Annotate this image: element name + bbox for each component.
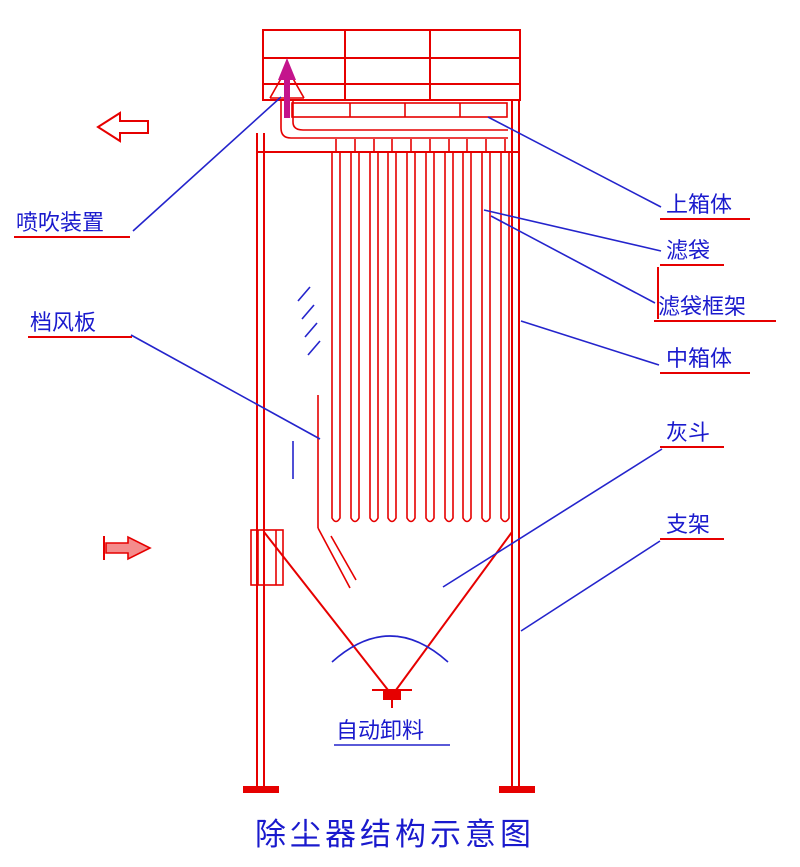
leader-ash-hopper (442, 448, 663, 588)
filter-bag (500, 152, 510, 523)
filter-bags (331, 152, 510, 523)
upper-box-drawing (262, 29, 521, 101)
left-arrow-icon (96, 111, 149, 143)
support-feet (243, 786, 535, 793)
label-baffle: 档风板 (30, 310, 96, 335)
filter-bag (350, 152, 360, 523)
left-foot (243, 786, 279, 793)
inlet-arrow-body (105, 535, 152, 561)
up-arrow-head (278, 58, 296, 80)
venturi-row (291, 102, 508, 118)
leader-baffle (130, 334, 321, 440)
label-upper-box: 上箱体 (666, 192, 732, 217)
hopper-side (263, 531, 389, 691)
blow-pipe-line (280, 100, 508, 139)
baffle-diagonal (317, 527, 351, 589)
baffle-diagonal (330, 535, 357, 581)
filter-bag (387, 152, 397, 523)
discharge-valve (383, 689, 401, 700)
label-auto-discharge: 自动卸料 (336, 718, 424, 743)
label-underlines (14, 218, 776, 540)
label-bag-cage: 滤袋框架 (658, 294, 746, 319)
venturi-outline (291, 102, 508, 118)
blow-pipe (280, 100, 508, 152)
upper-box-outline (262, 29, 521, 101)
leader-upper-box (487, 116, 662, 208)
flow-dashes (297, 286, 321, 356)
flow-dash (301, 304, 315, 320)
hopper-drawing (263, 531, 513, 708)
casing-walls (256, 100, 520, 788)
label-blowing-device: 喷吹装置 (16, 210, 104, 235)
blow-pipe-line (292, 100, 508, 131)
leader-blowing-device (132, 96, 282, 232)
label-ash-hopper: 灰斗 (666, 420, 710, 445)
filter-bag (331, 152, 341, 523)
leader-middle-box (520, 320, 660, 366)
inlet-box-outline (250, 529, 284, 586)
filter-bag (462, 152, 472, 523)
right-foot (499, 786, 535, 793)
filter-bag (481, 152, 491, 523)
filter-bag (444, 152, 454, 523)
leader-bag-cage (490, 215, 656, 304)
filter-bag (425, 152, 435, 523)
right-arrow-icon (103, 535, 152, 561)
label-middle-box: 中箱体 (666, 346, 732, 371)
baffle-plate-drawing (317, 395, 357, 589)
outlet-arrow-outline (96, 111, 149, 143)
leader-lines (130, 96, 663, 632)
hopper-arc (331, 635, 449, 663)
leader-support (520, 540, 661, 632)
flow-dash (297, 286, 311, 302)
up-arrow-icon (278, 58, 296, 118)
inlet-box (250, 529, 284, 586)
up-arrow-shaft (284, 76, 290, 118)
filter-bag (406, 152, 416, 523)
filter-bag (369, 152, 379, 523)
label-support: 支架 (666, 512, 710, 537)
diagram-title: 除尘器结构示意图 (255, 817, 535, 853)
flow-dash (304, 322, 318, 338)
leader-filter-bag (483, 209, 662, 252)
flow-dash (307, 340, 321, 356)
hopper-side (395, 531, 513, 691)
label-filter-bag: 滤袋 (666, 238, 710, 263)
